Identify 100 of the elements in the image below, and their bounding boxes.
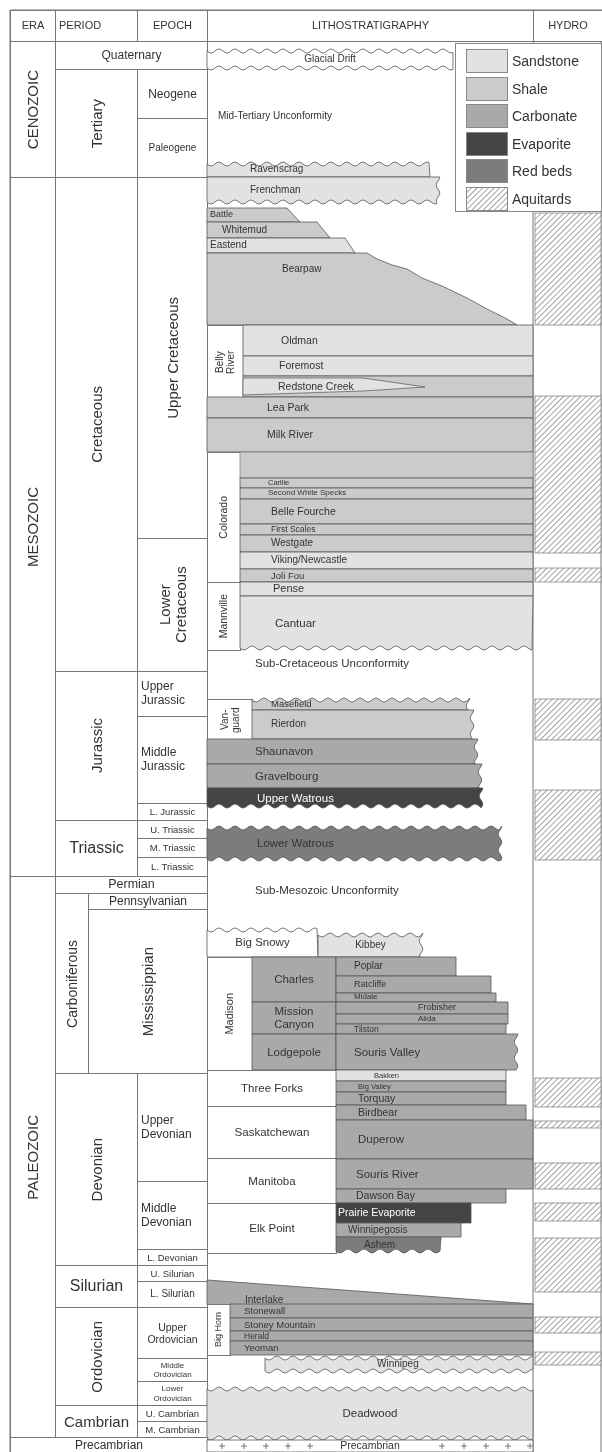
time-unit-label: Silurian: [69, 1278, 124, 1295]
formation-label: Ravenscrag: [250, 164, 304, 175]
time-unit-label: M. Triassic: [149, 843, 196, 853]
aquitard-band: [535, 790, 602, 861]
formation-layer: [207, 397, 533, 418]
formation-layer: [207, 826, 502, 861]
formation-label: Winnipeg: [377, 1359, 419, 1370]
formation-layer: [240, 452, 533, 478]
aquitard-band: [535, 1238, 602, 1293]
formation-label: Gravelbourg: [255, 769, 319, 783]
formation-layer: [243, 356, 533, 376]
formation-label: Glacial Drift: [304, 54, 356, 65]
formation-label: Duperow: [358, 1133, 405, 1146]
time-unit-label: Carboniferous: [64, 939, 80, 1028]
legend-label: Evaporite: [512, 135, 572, 152]
time-unit-label: Middle Ordovician: [152, 1360, 193, 1380]
formation-label: Frenchman: [250, 185, 301, 196]
formation-label: Frobisher: [418, 1003, 456, 1013]
formation-layer: [252, 710, 474, 739]
aquitard-band: [535, 1203, 602, 1222]
formation-layer: [252, 698, 470, 710]
formation-layer: [230, 1304, 533, 1318]
aquitard-band: [535, 568, 602, 583]
formation-layer: [336, 1120, 533, 1159]
legend-label: Aquitards: [512, 190, 572, 207]
time-unit-label: Quaternary: [101, 49, 162, 62]
legend-label: Red beds: [512, 163, 572, 179]
time-unit-label: Permian: [108, 878, 155, 892]
time-unit-label: Cretaceous: [88, 386, 105, 463]
group-label: Van- guard: [219, 705, 241, 734]
formation-label: Yeoman: [244, 1343, 279, 1353]
time-unit-label: Upper Cretaceous: [164, 297, 181, 419]
formation-layer: [207, 788, 483, 808]
formation-label: Charles: [274, 973, 314, 986]
formation-label: Viking/Newcastle: [271, 555, 347, 566]
header-cell: [10, 10, 56, 42]
unconformity-label: Sub-Cretaceous Unconformity: [255, 657, 410, 669]
formation-layer: [243, 376, 533, 397]
formation-layer: [336, 1014, 508, 1024]
aquitard-band: [535, 1121, 602, 1129]
header-label: HYDRO: [548, 20, 588, 32]
formation-label: Midale: [354, 993, 378, 1002]
formation-layer: [336, 1223, 461, 1237]
group-label: Madison: [224, 993, 236, 1035]
formation-label: Redstone Creek: [278, 381, 354, 392]
aquitard-band: [535, 1163, 602, 1190]
formation-layer: [207, 418, 533, 452]
group-label: Colorado: [218, 496, 230, 539]
time-unit-label: Triassic: [69, 840, 124, 857]
formation-label: Precambrian: [339, 1440, 401, 1452]
aquitard-band: [535, 1317, 602, 1334]
time-unit-label: Ordovician: [88, 1320, 105, 1393]
formation-layer: [207, 177, 440, 204]
formation-label: Milk River: [267, 429, 314, 441]
formation-label: Upper Watrous: [257, 791, 334, 805]
group-label: Saskatchewan: [234, 1126, 310, 1139]
time-unit-label: U. Cambrian: [145, 1408, 200, 1419]
formation-layer: [252, 957, 336, 1002]
formation-layer: [240, 488, 533, 499]
formation-layer: [240, 478, 533, 488]
formation-label: Torquay: [358, 1093, 396, 1104]
formation-label: Second White Specks: [268, 489, 347, 498]
time-unit-label: Middle Jurassic: [141, 746, 186, 774]
formation-label: Stonewall: [244, 1306, 286, 1316]
group-cell: [207, 1304, 231, 1356]
time-unit-label: L. Devonian: [147, 1252, 198, 1263]
formation-layer: [336, 1081, 506, 1092]
formation-label: Lodgepole: [267, 1045, 321, 1059]
header-label: PERIOD: [59, 20, 102, 32]
formation-label: Foremost: [279, 360, 324, 372]
formation-layer: [207, 928, 318, 957]
header-label: LITHOSTRATIGRAPHY: [311, 20, 430, 32]
formation-layer: [207, 1440, 533, 1452]
time-unit-label: Pennsylvanian: [108, 895, 188, 908]
formation-label: Westgate: [271, 538, 314, 549]
aquitard-band: [535, 1352, 602, 1366]
time-unit-label: Jurassic: [88, 718, 105, 774]
formation-layer: [336, 1024, 506, 1034]
formation-layer: [240, 596, 533, 650]
time-unit-label: L. Silurian: [150, 1289, 195, 1300]
formation-layer: [207, 764, 482, 788]
formation-label: Winnipegosis: [348, 1224, 408, 1236]
formation-label: Bearpaw: [282, 263, 322, 275]
formation-layer: [265, 1356, 533, 1373]
time-unit-label: Middle Devonian: [141, 1201, 193, 1230]
group-label: Big Horn: [214, 1312, 224, 1348]
time-unit-label: Lower Cretaceous: [156, 565, 189, 646]
formation-label: Whitemud: [222, 224, 267, 236]
formation-layer: [336, 1034, 518, 1070]
formation-layer: [207, 49, 453, 70]
legend-label: Shale: [512, 80, 548, 97]
time-unit-label: Mississippian: [140, 946, 156, 1037]
formation-layer: [207, 1387, 533, 1440]
formation-label: Tilston: [354, 1024, 379, 1034]
formation-label: Ashem: [364, 1239, 396, 1251]
formation-layer: [252, 1034, 336, 1070]
header-label: EPOCH: [152, 20, 193, 32]
group-label: Mannville: [218, 594, 230, 639]
time-unit-label: Paleogene: [148, 142, 197, 154]
time-unit-label: L. Jurassic: [149, 807, 196, 817]
